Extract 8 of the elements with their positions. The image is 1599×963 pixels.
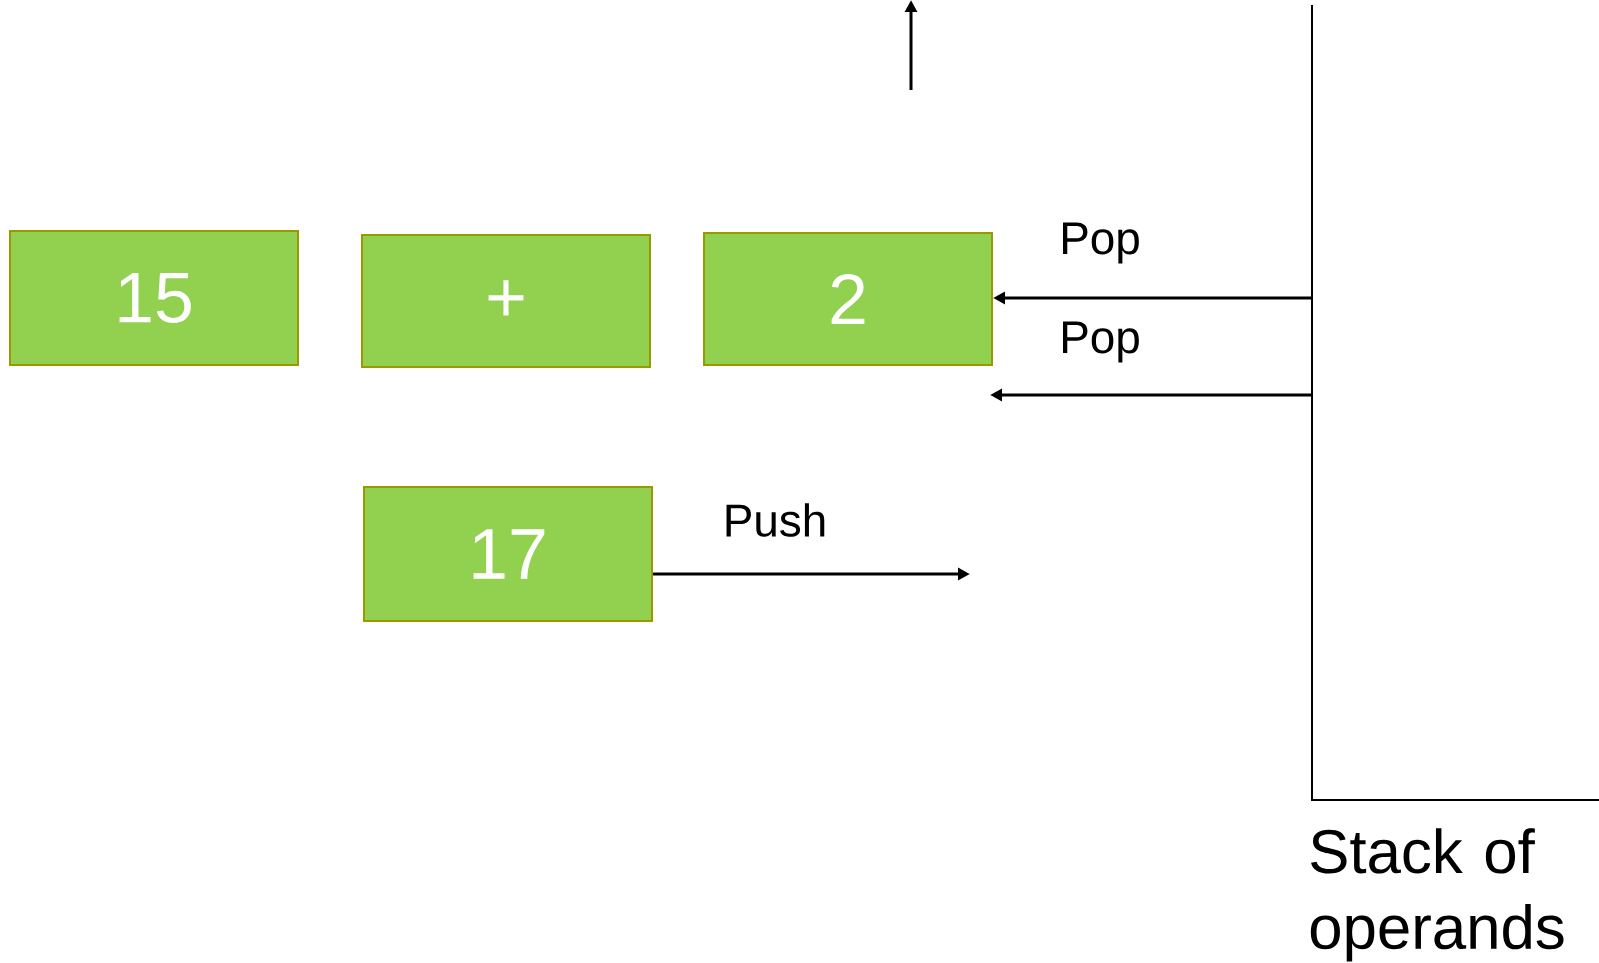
edge-label: Push (721, 502, 829, 538)
number-box: + (361, 234, 651, 368)
edge-label: Pop (1058, 320, 1142, 364)
number-box: 15 (9, 230, 299, 366)
number-box: 2 (703, 232, 993, 366)
number-box: 17 (363, 486, 653, 622)
edge-label: Pop (1058, 221, 1142, 265)
stack-label: Stack of operands (1310, 828, 1564, 962)
